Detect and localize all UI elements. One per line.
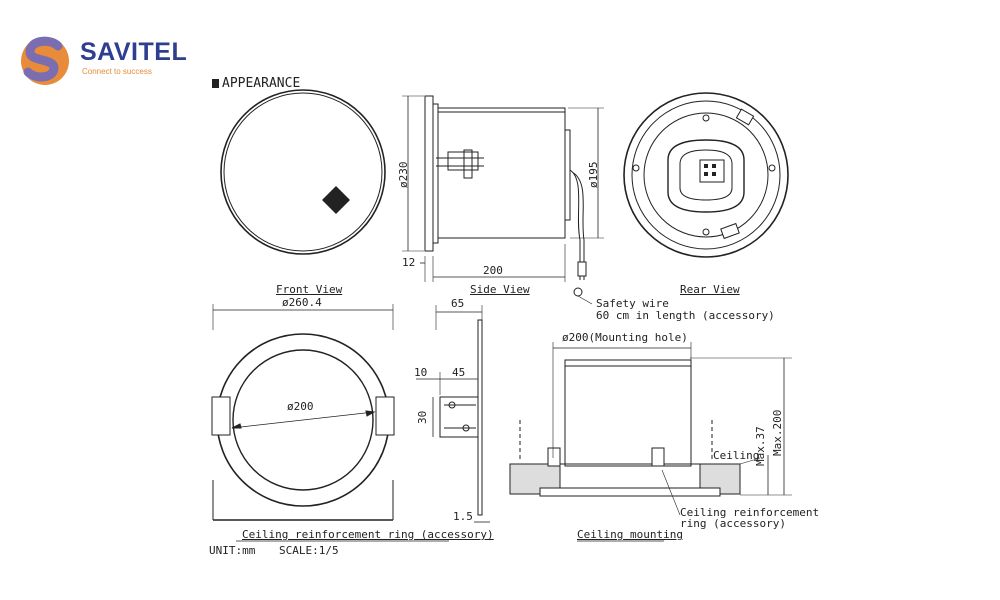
savitel-logo: SAVITEL Connect to success — [18, 34, 188, 88]
dim-bracket-length: 45 — [452, 366, 466, 379]
front-view-label: Front View — [276, 283, 343, 296]
dim-side-back-diameter: ø195 — [587, 161, 600, 189]
dim-side-diameter: ø230 — [397, 161, 410, 189]
dim-plate-thickness: 1.5 — [453, 510, 473, 523]
front-view-drawing — [220, 89, 386, 255]
savitel-logo-mark-icon — [21, 36, 69, 85]
section-title: APPEARANCE — [222, 76, 301, 91]
unit-label: UNIT:mm — [209, 544, 256, 557]
dim-ring-inner-diameter: ø200 — [287, 400, 314, 413]
rear-view-drawing — [623, 92, 789, 258]
dim-max-height: Max.200 — [771, 409, 784, 456]
dim-bracket-offset: 10 — [414, 366, 428, 379]
dim-bracket-width: 65 — [451, 297, 465, 310]
ring-view-drawing — [211, 304, 395, 521]
rear-view-label: Rear View — [680, 283, 740, 296]
dim-front-diameter: ø260.4 — [282, 296, 322, 309]
bracket-side-drawing — [416, 305, 490, 523]
ceiling-mounting-label: Ceiling mounting — [577, 528, 683, 541]
mounting-hole-label: ø200(Mounting hole) — [562, 331, 688, 344]
brand-name: SAVITEL — [80, 38, 188, 66]
side-view-drawing — [402, 95, 604, 305]
front-grille-logo — [322, 186, 350, 214]
brand-tagline: Connect to success — [82, 67, 152, 76]
safety-wire-length-label: 60 cm in length (accessory) — [596, 309, 775, 322]
reinforcement-ring-accessory-label: ring (accessory) — [680, 517, 786, 530]
ring-view-label: Ceiling reinforcement ring (accessory) — [242, 528, 494, 541]
dim-side-depth: 200 — [483, 264, 503, 277]
ceiling-label: Ceiling — [713, 449, 760, 462]
scale-label: SCALE:1/5 — [279, 544, 339, 557]
safety-wire-label: Safety wire — [596, 297, 669, 310]
dim-max-ceiling-thickness: Max.37 — [754, 426, 767, 466]
side-view-label: Side View — [470, 283, 530, 296]
dim-bracket-height: 30 — [416, 410, 429, 424]
dim-flange-thickness: 12 — [402, 256, 416, 269]
section-marker — [212, 79, 219, 88]
reinforcement-ring-label: Ceiling reinforcement — [680, 506, 820, 519]
ceiling-mounting-drawing — [509, 342, 792, 516]
